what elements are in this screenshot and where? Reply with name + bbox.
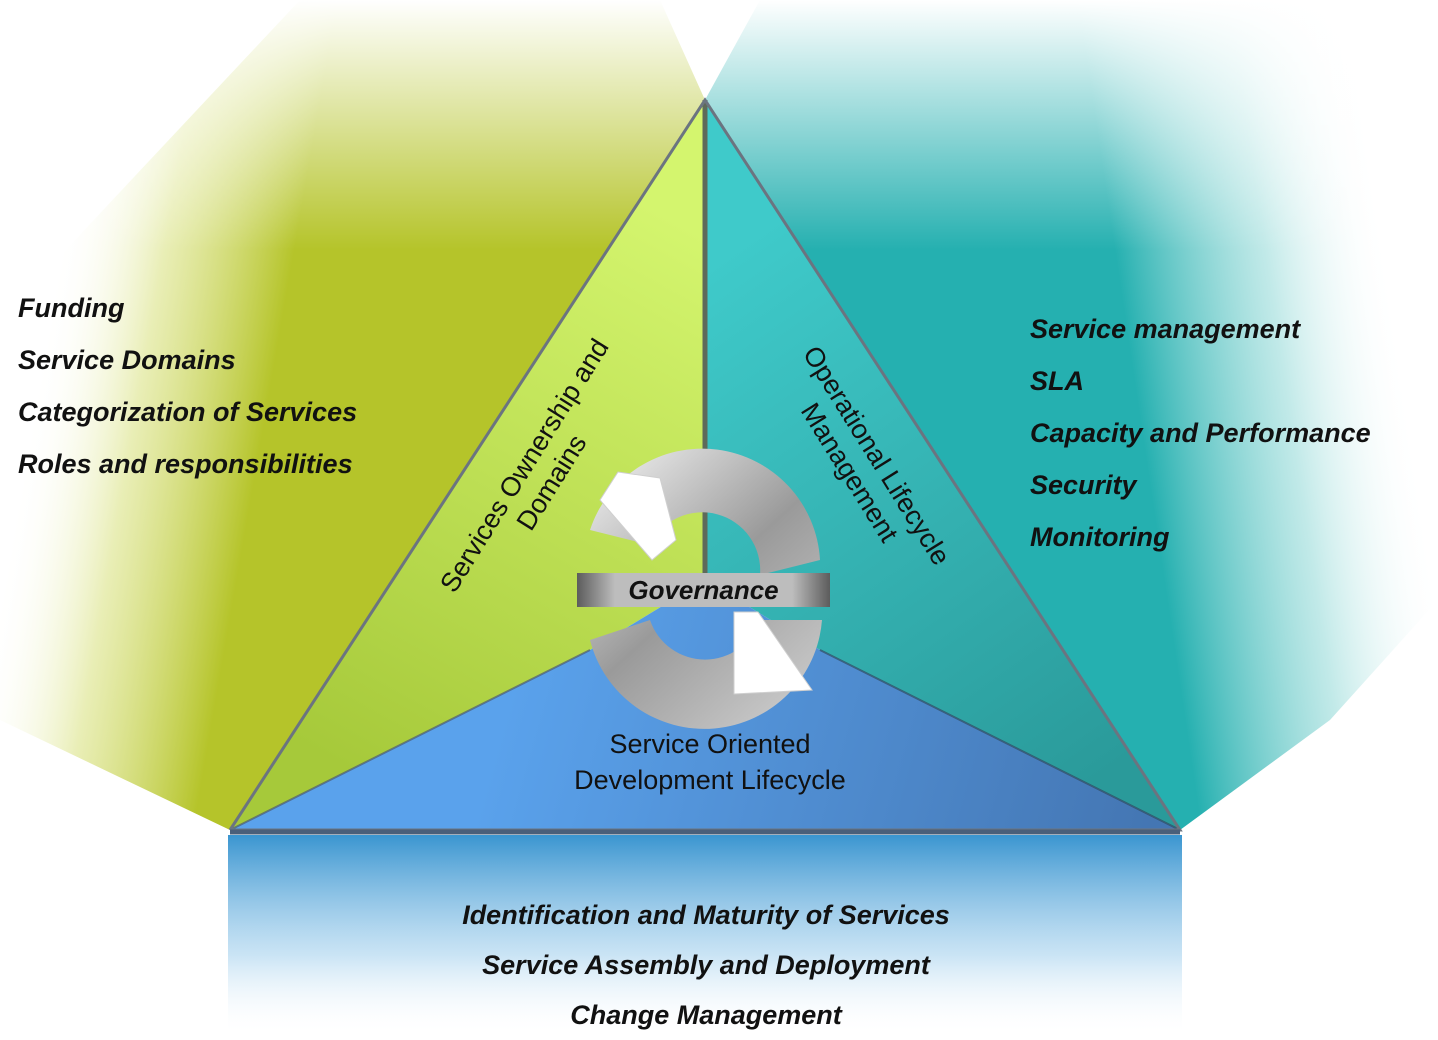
- list-item: Change Management: [570, 1000, 842, 1030]
- list-item: Capacity and Performance: [1030, 418, 1371, 448]
- left-beam-fade: [0, 0, 700, 260]
- list-item: Service Domains: [18, 345, 236, 375]
- segment-label-line: Service Oriented: [609, 729, 811, 759]
- list-item: Security: [1030, 470, 1137, 500]
- list-item: Roles and responsibilities: [18, 449, 353, 479]
- list-item: Monitoring: [1030, 522, 1170, 552]
- list-item: Service Assembly and Deployment: [482, 950, 930, 980]
- governance-label: Governance: [628, 575, 779, 605]
- left-list: Funding Service Domains Categorization o…: [18, 282, 357, 490]
- edge-right-inner: [819, 649, 1181, 831]
- list-item: SLA: [1030, 366, 1084, 396]
- right-list: Service management SLA Capacity and Perf…: [1030, 303, 1371, 563]
- bottom-list: Identification and Maturity of Services …: [230, 890, 1182, 1040]
- edge-left-inner: [229, 649, 591, 831]
- segment-label-development: Service Oriented Development Lifecycle: [510, 726, 910, 798]
- list-item: Service management: [1030, 314, 1301, 344]
- list-item: Categorization of Services: [18, 397, 358, 427]
- bottom-beam: [228, 835, 1182, 1036]
- right-beam-fade: [700, 0, 1438, 260]
- segment-label-line: Development Lifecycle: [574, 765, 846, 795]
- governance-cycle-icon: [577, 448, 830, 729]
- list-item: Identification and Maturity of Services: [462, 900, 950, 930]
- list-item: Funding: [18, 293, 125, 323]
- governance-bar: [577, 573, 830, 607]
